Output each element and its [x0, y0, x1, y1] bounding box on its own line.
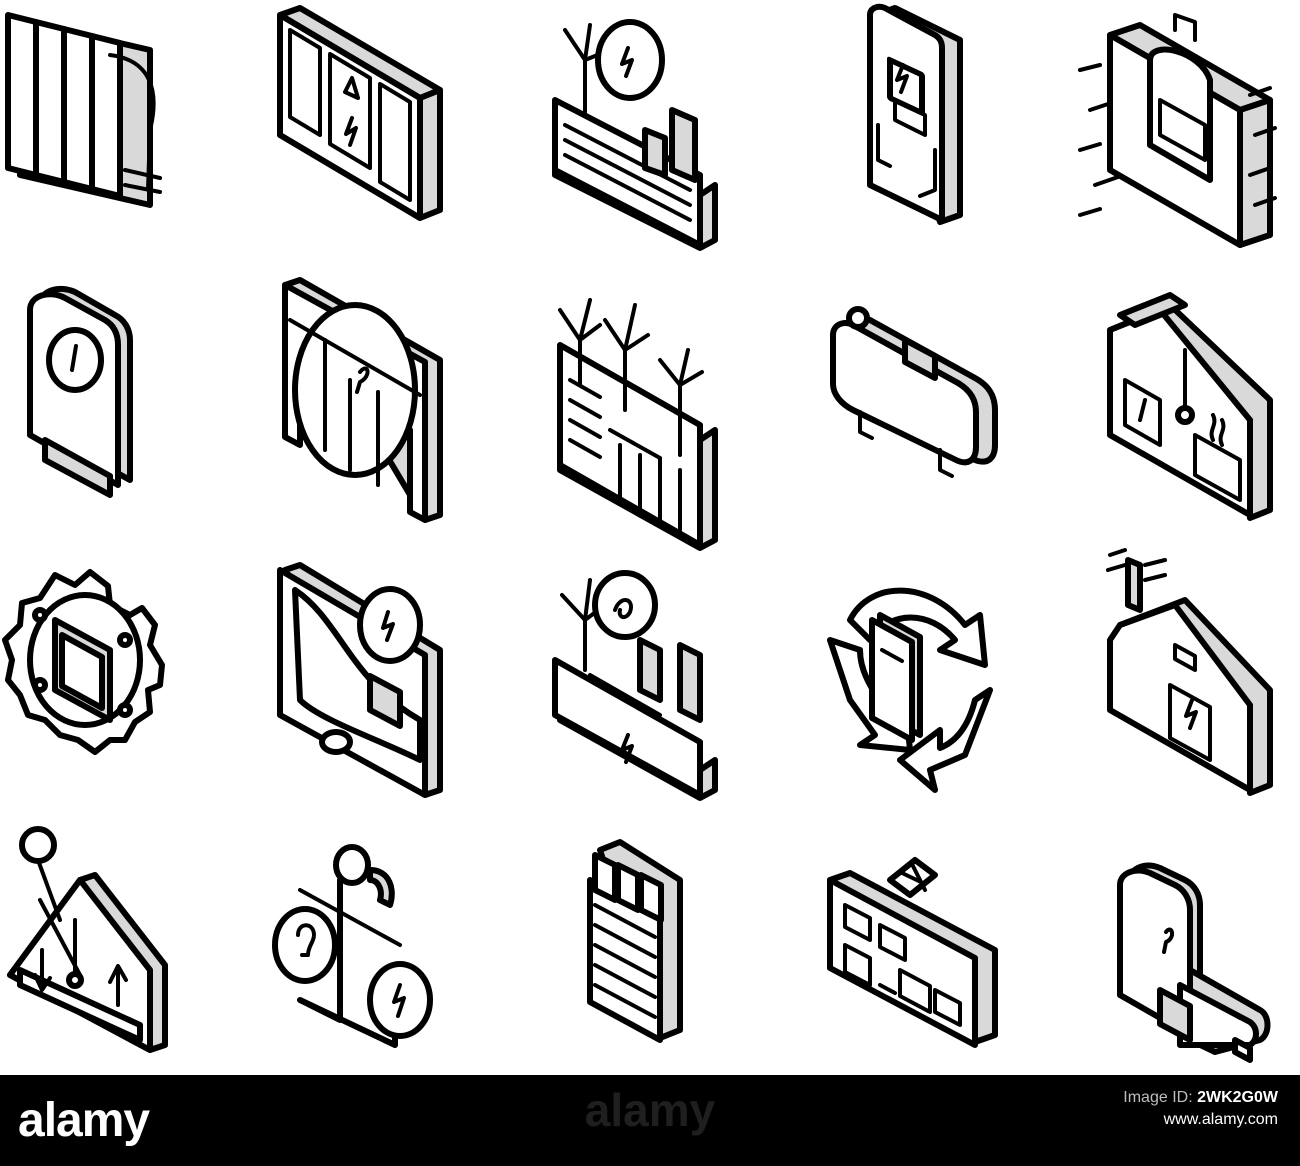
recycle-battery-icon — [827, 587, 993, 793]
radiator-icon — [5, 12, 162, 208]
gear-circuit-icon — [2, 569, 165, 755]
power-plant-icon — [552, 19, 718, 251]
battery-stack-icon — [587, 839, 683, 1043]
brand-logo[interactable]: alamy — [18, 1094, 150, 1147]
control-panel-icon — [827, 857, 998, 1048]
site-link[interactable]: www.alamy.com — [1163, 1111, 1278, 1128]
image-id-label: Image ID: — [1123, 1089, 1193, 1106]
watermark: alamy — [584, 1083, 716, 1136]
temperature-control-house-icon — [7, 826, 168, 1053]
ev-charging-station-icon — [867, 3, 963, 225]
energy-factory-icon — [552, 570, 718, 801]
heat-pump-icon — [1078, 13, 1277, 248]
heater-tank-icon — [830, 306, 998, 478]
solar-panel-icon — [277, 5, 443, 221]
generator-icon — [1117, 862, 1271, 1063]
boiler-icon — [27, 285, 133, 498]
image-id: 2WK2G0W — [1197, 1089, 1278, 1106]
energy-balance-icon — [272, 844, 433, 1048]
icon-grid — [2, 3, 1277, 1063]
storage-tank-icon — [282, 277, 443, 523]
electric-house-icon — [1106, 548, 1273, 796]
footer-bar: alamy alamy Image ID: 2WK2G0W www.alamy.… — [0, 1075, 1300, 1166]
image-meta: Image ID: 2WK2G0W www.alamy.com — [1123, 1087, 1278, 1131]
wind-farm-icon — [557, 298, 718, 551]
house-thermostat-icon — [1107, 292, 1273, 521]
hydro-dam-icon — [277, 562, 443, 798]
